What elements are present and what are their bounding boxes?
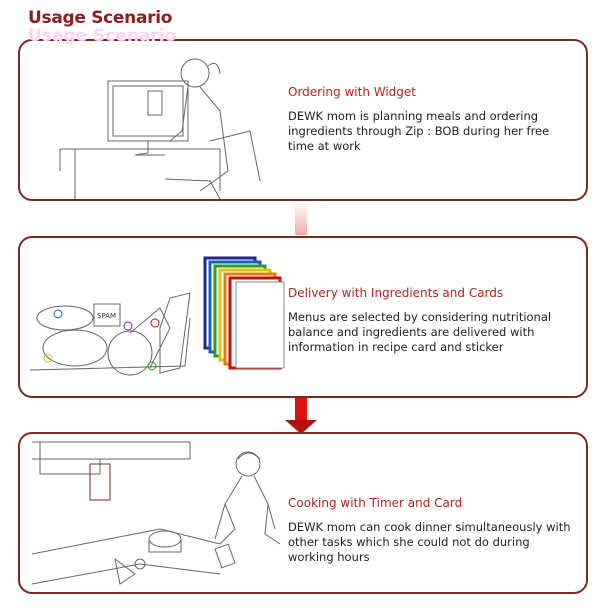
page-title: Usage Scenario <box>28 8 173 28</box>
step-heading: Delivery with Ingredients and Cards <box>288 286 504 300</box>
step-cooking: Cooking with Timer and Card DEWK mom can… <box>18 432 588 594</box>
title-ghost: Usage Scenario <box>28 26 177 46</box>
step-heading: Cooking with Timer and Card <box>288 496 463 510</box>
step-ordering: Ordering with Widget DEWK mom is plannin… <box>18 39 588 201</box>
step-heading: Ordering with Widget <box>288 85 417 99</box>
connector-arrow <box>295 201 307 235</box>
step-description: DEWK mom is planning meals and ordering … <box>288 109 550 153</box>
step-description: DEWK mom can cook dinner simultaneously … <box>288 520 571 564</box>
step-delivery: SPAM Delivery with Ingredients and Cards… <box>18 236 588 398</box>
arrow-head-icon <box>285 420 317 434</box>
kitchen-cooking-illustration <box>31 441 281 585</box>
ingredients-and-cards-illustration: SPAM <box>29 256 285 376</box>
connector-arrow <box>295 398 307 422</box>
office-worker-illustration <box>59 58 261 199</box>
step-description: Menus are selected by considering nutrit… <box>288 310 552 354</box>
spam-label: SPAM <box>97 312 116 320</box>
